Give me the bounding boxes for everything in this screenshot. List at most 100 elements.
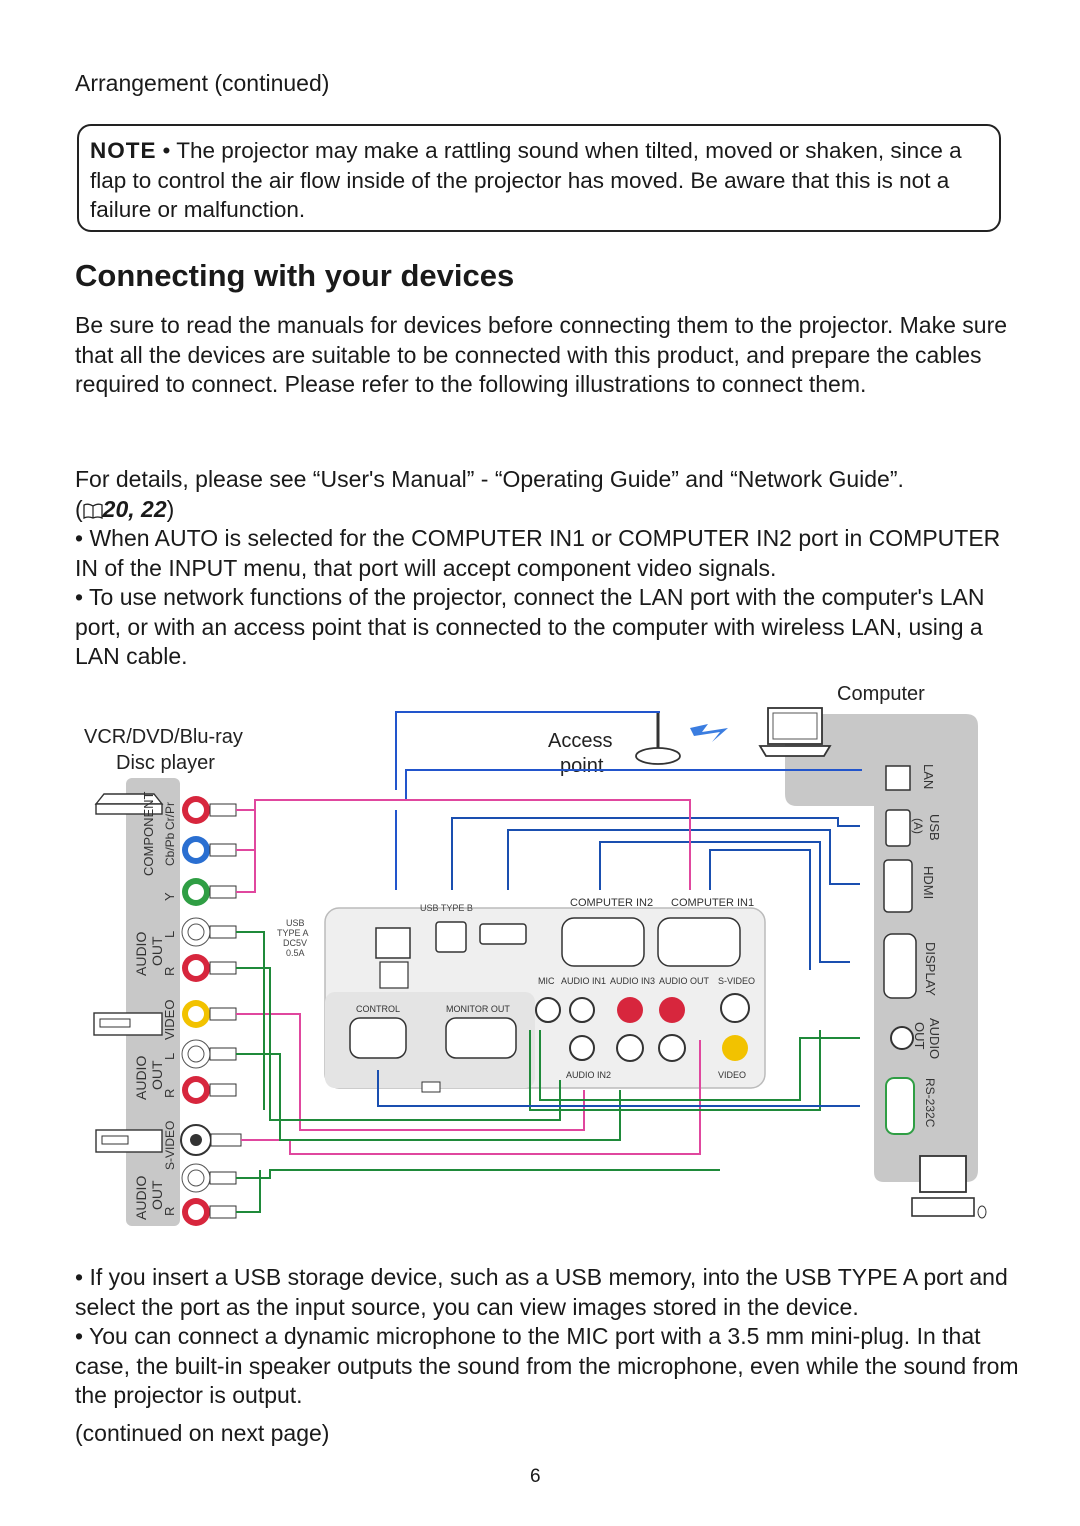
s-video-cable	[241, 1040, 701, 1155]
access-point-label-1: Access	[548, 730, 612, 752]
display-cable-in1	[709, 849, 811, 970]
page-heading: Connecting with your devices	[75, 258, 515, 293]
out-label-2: OUT	[149, 1060, 165, 1090]
wireless-signal-icon	[690, 724, 728, 742]
audio-out-l-port	[658, 1034, 686, 1062]
computer-in1-port	[657, 917, 741, 967]
rs232c-cable	[377, 1070, 860, 1107]
usb-label: USB	[927, 814, 942, 841]
monitor-out-port	[445, 1017, 517, 1059]
note-text: • The projector may make a rattling soun…	[90, 138, 962, 222]
hdmi-port	[479, 923, 527, 945]
l-label-1: L	[162, 931, 177, 938]
vcr-icon	[93, 1012, 163, 1036]
audio-r-jack-2	[182, 1076, 237, 1104]
s-video-label: S-VIDEO	[163, 1121, 177, 1170]
hdmi-label: HDMI	[921, 866, 936, 899]
bullet-item: • To use network functions of the projec…	[75, 584, 985, 669]
display-label: DISPLAY	[923, 942, 938, 996]
audio-out-panel-label: AUDIO OUT	[659, 976, 710, 986]
rs232c-label: RS-232C	[923, 1078, 937, 1128]
bullet-item: • When AUTO is selected for the COMPUTER…	[75, 525, 1001, 581]
mic-label: MIC	[538, 976, 555, 986]
dc5v-label: DC5V	[283, 938, 307, 948]
usb-cable	[451, 817, 860, 890]
audio-in1-label: AUDIO IN1	[561, 976, 606, 986]
mic-cable	[529, 1030, 821, 1111]
audio-l-jack-1	[181, 917, 237, 947]
component-y-label: Y	[162, 892, 177, 901]
audio-label-2: AUDIO	[133, 1056, 149, 1100]
access-point-label-2: point	[560, 755, 604, 777]
computer-hdmi-port	[883, 859, 913, 913]
note-paragraph: NOTE• The projector may make a rattling …	[90, 136, 990, 225]
computer-audio-out-port	[890, 1026, 914, 1050]
lan-port	[375, 927, 411, 959]
monitor-out-label: MONITOR OUT	[446, 1004, 510, 1014]
note-box	[77, 124, 1001, 232]
out-label-3: OUT	[149, 1180, 165, 1210]
audio-in1-port	[569, 997, 595, 1023]
bullet-item: • If you insert a USB storage device, su…	[75, 1264, 1008, 1320]
disc-player-icon	[94, 793, 164, 815]
lan-cable	[395, 769, 862, 890]
projector-lower-panel	[325, 992, 535, 1088]
l-label-2: L	[162, 1053, 177, 1060]
desktop-computer-icon	[911, 1155, 987, 1219]
video-cable	[236, 1013, 585, 1131]
control-label: CONTROL	[356, 1004, 400, 1014]
bullet-list-bottom: • If you insert a USB storage device, su…	[75, 1263, 1025, 1411]
computer-display-port	[883, 933, 917, 999]
r-label-3: R	[162, 1207, 177, 1216]
details-paragraph: For details, please see “User's Manual” …	[75, 465, 1025, 524]
audio-l-jack-2	[181, 1039, 237, 1069]
page-number: 6	[530, 1466, 541, 1487]
security-bar	[421, 1081, 441, 1093]
audio-r-jack-1	[182, 954, 237, 982]
details-text: For details, please see “User's Manual” …	[75, 466, 904, 492]
cr-jack	[182, 796, 237, 824]
computer-port-panel	[785, 714, 978, 1182]
computer-in2-port	[561, 917, 645, 967]
display-cable-in2	[599, 841, 850, 963]
audio-r-jack-3	[182, 1198, 237, 1226]
ref-close: )	[166, 495, 175, 522]
ref-open: (	[75, 495, 83, 522]
component-cable	[236, 799, 691, 893]
audio-label-1: AUDIO	[133, 932, 149, 976]
player-label-2: Disc player	[116, 752, 215, 774]
computer-in2-label: COMPUTER IN2	[570, 897, 653, 909]
out-label-1: OUT	[149, 936, 165, 966]
video-port	[722, 1035, 748, 1061]
computer-label: Computer	[837, 683, 925, 705]
hdmi-cable	[507, 829, 860, 890]
component-cb-label: Cb/Pb	[163, 832, 177, 866]
component-cr-label: Cr/Pr	[163, 802, 177, 830]
video-panel-label: VIDEO	[718, 1070, 746, 1080]
control-port	[349, 1017, 407, 1059]
connection-diagram: Computer Access point VCR/DVD/Blu-ray Di…	[84, 683, 987, 1226]
usb-small-label: USB	[286, 918, 305, 928]
bullet-item: • You can connect a dynamic microphone t…	[75, 1323, 1019, 1408]
audio-in3-l-port	[616, 1034, 644, 1062]
s-video-port	[720, 993, 750, 1023]
audio-out-label-1: AUDIO	[927, 1018, 942, 1059]
audio-in2-label: AUDIO IN2	[566, 1070, 611, 1080]
computer-in1-label: COMPUTER IN1	[671, 897, 754, 909]
usb-type-b-label: USB TYPE B	[420, 903, 473, 913]
book-icon	[83, 503, 103, 519]
continued-note: (continued on next page)	[75, 1420, 330, 1446]
intro-paragraph: Be sure to read the manuals for devices …	[75, 312, 1008, 397]
type-a-label: TYPE A	[277, 928, 309, 938]
r-label-1: R	[162, 967, 177, 976]
audio-cable-3	[236, 1169, 720, 1213]
dvd-player-icon	[95, 1129, 163, 1153]
lan-port-body	[379, 961, 409, 989]
usb-type-b-port	[435, 921, 467, 953]
bullet-list-top: • When AUTO is selected for the COMPUTER…	[75, 524, 1025, 672]
laptop-icon	[758, 707, 832, 757]
video-label: VIDEO	[162, 1000, 177, 1040]
y-jack	[182, 878, 237, 906]
player-label-1: VCR/DVD/Blu-ray	[84, 726, 243, 748]
audio-in3-r-port	[617, 997, 643, 1023]
